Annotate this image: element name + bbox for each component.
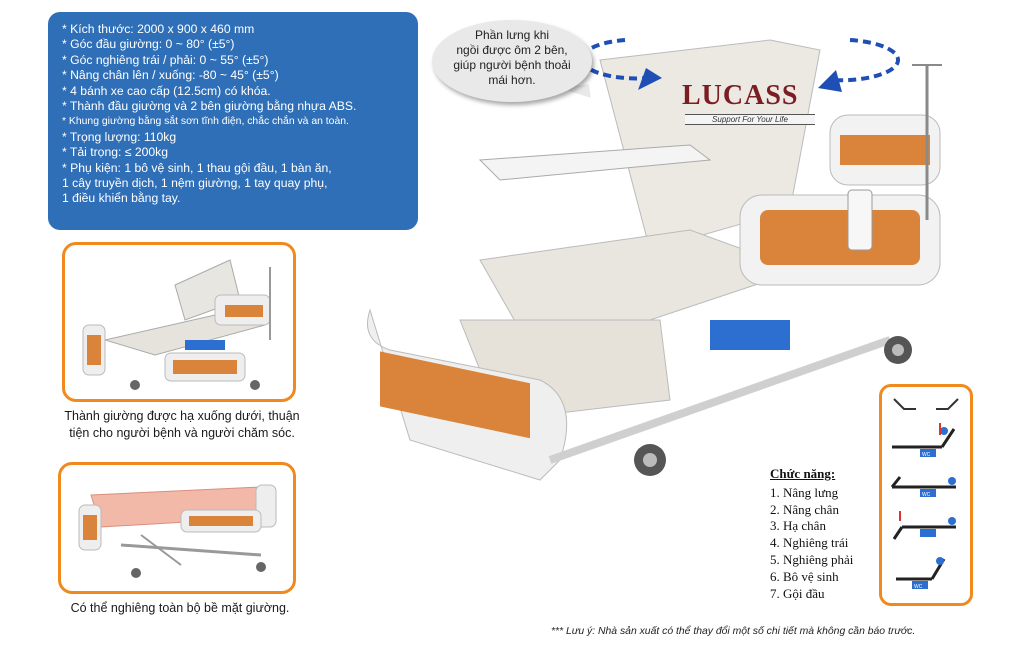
spec-weight: * Trọng lượng: 110kg — [62, 129, 177, 144]
raise-legs-icon: WC — [890, 476, 956, 498]
logo-tagline: Support For Your Life — [685, 114, 815, 125]
function-icons: WC WC WC — [890, 398, 959, 590]
toilet-sitting-icon: WC — [896, 557, 946, 590]
function-icons-panel: WC WC WC — [879, 384, 973, 606]
spec-accessories-3: 1 điều khiển bằng tay. — [62, 191, 181, 206]
specifications-box: * Kích thước: 2000 x 900 x 460 mm * Góc … — [48, 12, 418, 230]
disclaimer-note: *** Lưu ý: Nhà sản xuất có thể thay đổi … — [551, 626, 916, 637]
spec-tilt-angle: * Góc nghiêng trái / phải: 0 ~ 55° (±5°) — [62, 52, 269, 67]
lowered-rail-photo — [62, 242, 296, 402]
bubble-line-1: Phần lưng khi — [474, 28, 550, 42]
bed-tilt-image — [78, 484, 277, 578]
spec-size: * Kích thước: 2000 x 900 x 460 mm — [62, 22, 255, 36]
bed-lowered-image — [82, 259, 271, 390]
spec-leg-angle: * Nâng chân lên / xuống: -80 ~ 45° (±5°) — [62, 68, 279, 83]
raise-back-icon: WC — [892, 423, 956, 458]
function-item: 3. Hạ chân — [770, 518, 826, 534]
function-item: 7. Gội đầu — [770, 585, 825, 601]
lucass-logo: LUCASS — [682, 80, 799, 111]
spec-abs-panels: * Thành đầu giường và 2 bên giường bằng … — [62, 99, 357, 114]
tilt-left-right-icon — [893, 398, 959, 410]
svg-text:WC: WC — [922, 452, 931, 458]
spec-head-angle: * Góc đầu giường: 0 ~ 80° (±5°) — [62, 37, 235, 52]
spec-accessories-2: 1 cây truyền dịch, 1 nệm giường, 1 tay q… — [62, 176, 328, 191]
tilt-photo — [58, 462, 296, 594]
function-item: 6. Bô vệ sinh — [770, 568, 839, 584]
function-item: 2. Nâng chân — [770, 501, 839, 517]
bubble-line-3: giúp người bệnh thoải — [453, 58, 571, 72]
svg-text:WC: WC — [922, 492, 931, 498]
lower-legs-icon — [892, 511, 956, 540]
spec-frame: * Khung giường bằng sắt sơn tĩnh điện, c… — [62, 116, 349, 128]
main-bed-image — [367, 38, 942, 481]
speech-bubble: Phần lưng khi ngồi được ôm 2 bên, giúp n… — [432, 20, 592, 102]
spec-wheels: * 4 bánh xe cao cấp (12.5cm) có khóa. — [62, 83, 271, 98]
function-item: 1. Nâng lưng — [770, 484, 839, 500]
spec-list: * Kích thước: 2000 x 900 x 460 mm * Góc … — [62, 22, 404, 207]
svg-text:WC: WC — [914, 584, 923, 590]
lowered-rail-caption: Thành giường được hạ xuống dưới, thuận t… — [52, 408, 312, 442]
function-item: 4. Nghiêng trái — [770, 535, 849, 551]
tilt-caption: Có thể nghiêng toàn bộ bề mặt giường. — [70, 601, 290, 615]
functions-list: Chức năng: 1. Nâng lưng 2. Nâng chân 3. … — [770, 466, 853, 602]
functions-title: Chức năng: — [770, 466, 836, 481]
caption-line-1: Thành giường được hạ xuống dưới, thuận — [64, 409, 300, 423]
spec-accessories: * Phụ kiện: 1 bô vệ sinh, 1 thau gội đầu… — [62, 160, 332, 175]
caption-line-2: tiện cho người bệnh và người chăm sóc. — [69, 426, 295, 440]
bubble-line-4: mái hơn. — [488, 73, 536, 87]
bubble-line-2: ngồi được ôm 2 bên, — [456, 43, 568, 57]
function-item: 5. Nghiêng phải — [770, 551, 854, 567]
spec-load: * Tải trọng: ≤ 200kg — [62, 145, 169, 160]
